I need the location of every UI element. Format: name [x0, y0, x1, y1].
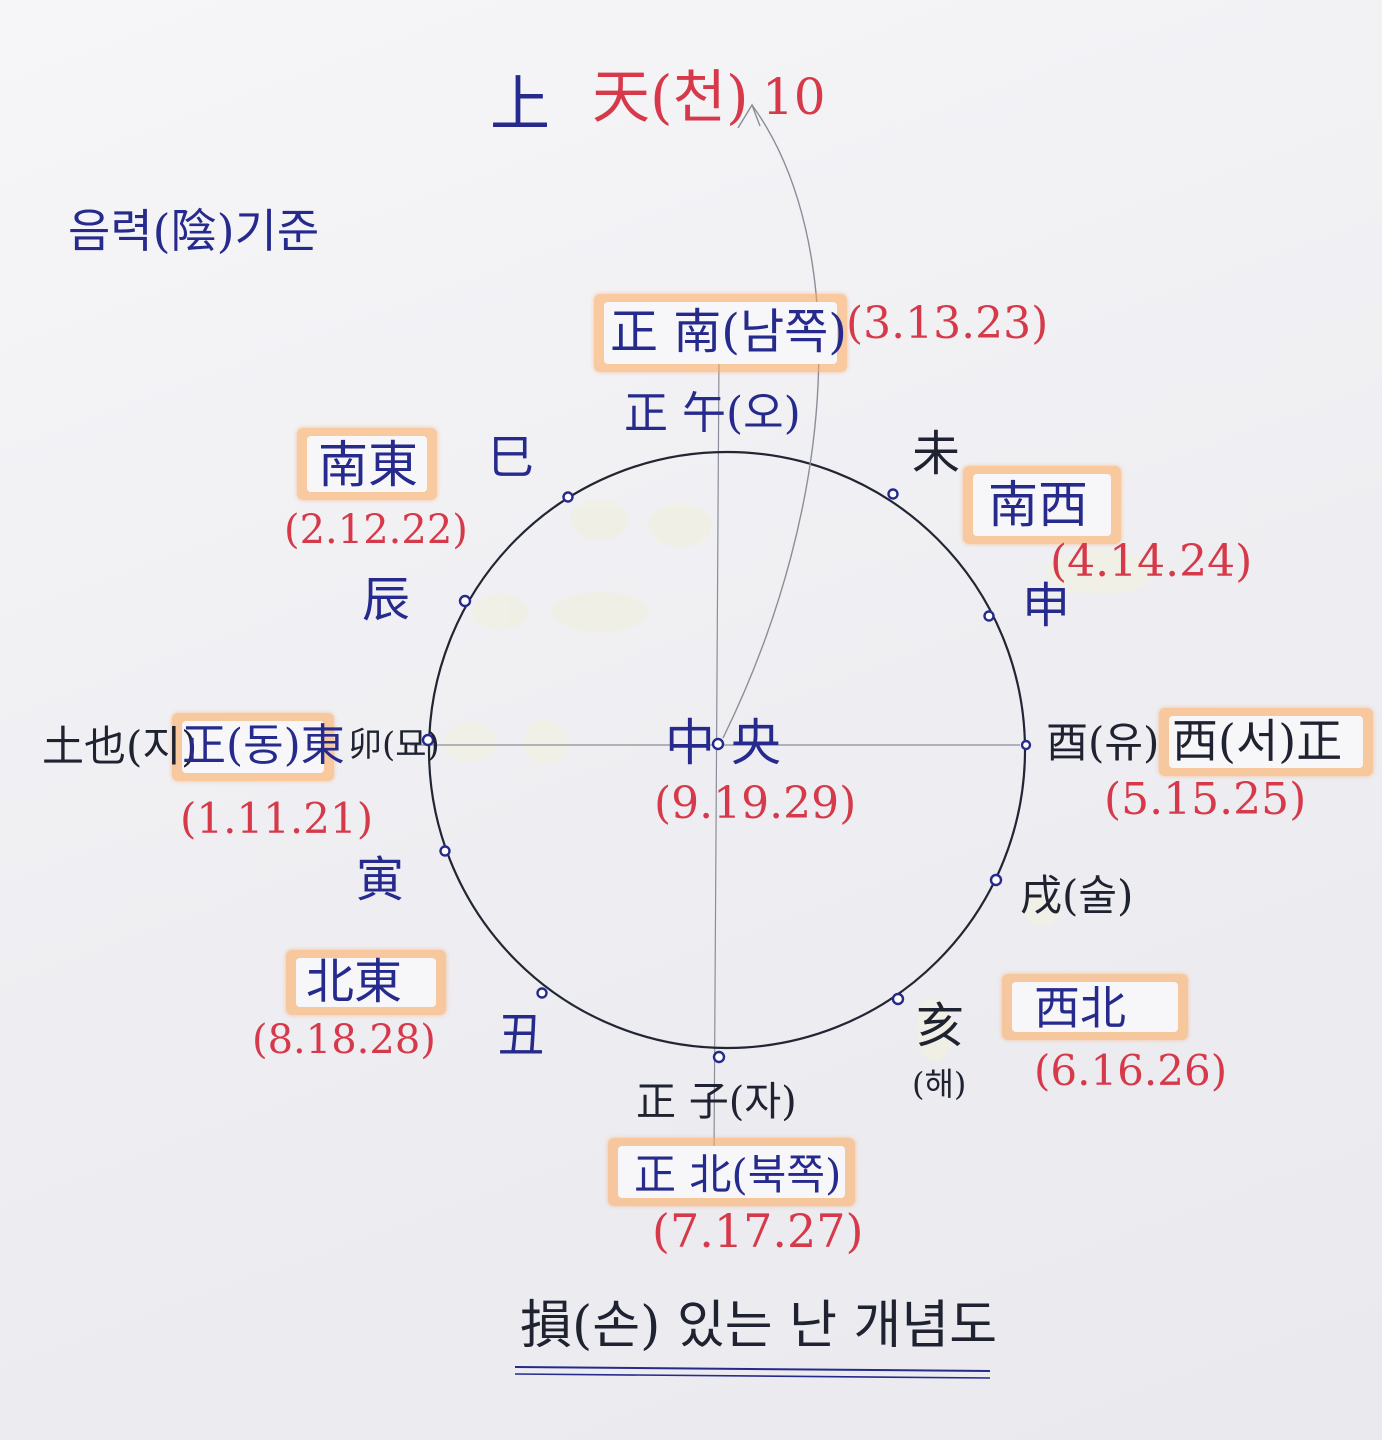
- southwest-name: 南西: [988, 476, 1088, 534]
- branch-chuk: 丑: [498, 1008, 544, 1062]
- heaven-arrowhead: [737, 103, 761, 129]
- east-prefix: 土也(지): [42, 722, 198, 771]
- dot-chuk: [536, 987, 548, 999]
- south-numbers: (3.13.23): [846, 298, 1049, 349]
- east-numbers: (1.11.21): [180, 794, 374, 843]
- branch-hae: 亥: [916, 998, 965, 1054]
- dot-myo: [421, 733, 435, 747]
- east-name: 正(동)東: [182, 720, 345, 771]
- heaven-sang: 上: [490, 70, 550, 140]
- northeast-name: 北東: [306, 954, 403, 1010]
- branch-o: 正 午(오): [624, 388, 801, 439]
- branch-jin: 辰: [362, 572, 411, 628]
- highlight-north: [608, 1138, 855, 1206]
- caption: 損(손) 있는 난 개념도: [520, 1296, 998, 1356]
- northeast-numbers: (8.18.28): [252, 1017, 436, 1063]
- caption-underline-2: [514, 1373, 991, 1379]
- dot-mi: [887, 488, 899, 500]
- dot-yu: [1020, 739, 1032, 751]
- southeast-name: 南東: [318, 436, 418, 494]
- north-name: 正 北(북쪽): [634, 1150, 842, 1199]
- dot-center: [711, 737, 725, 751]
- dot-in: [439, 845, 451, 857]
- north-numbers: (7.17.27): [652, 1204, 864, 1258]
- west-name: 西(서)正: [1172, 714, 1343, 768]
- dot-sul: [989, 873, 1003, 887]
- highlight-southwest: [963, 466, 1121, 544]
- branch-sul: 戌(술): [1020, 871, 1134, 920]
- south-name: 正 南(남쪽): [610, 304, 848, 360]
- branch-mi: 未: [912, 426, 961, 482]
- dot-hae: [891, 992, 905, 1006]
- branch-yu: 酉(유): [1046, 718, 1160, 767]
- center-label: 中 央: [665, 714, 781, 772]
- southwest-numbers: (4.14.24): [1050, 536, 1253, 587]
- branch-ja: 正 子(자): [636, 1079, 797, 1125]
- branch-myo: 卯(묘): [348, 725, 440, 765]
- vertical-axis: [713, 354, 720, 1156]
- branch-sa: 巳: [488, 430, 534, 484]
- branch-dots: [421, 488, 1032, 1064]
- highlight-south: [594, 294, 847, 372]
- highlight-northeast: [286, 950, 446, 1015]
- highlight-southeast: [297, 428, 437, 500]
- branch-sin: 申: [1022, 578, 1071, 634]
- dot-jin: [458, 594, 472, 608]
- highlight-northwest: [1002, 974, 1188, 1040]
- dot-ja: [712, 1050, 726, 1064]
- southeast-numbers: (2.12.22): [284, 507, 468, 553]
- center-numbers: (9.19.29): [654, 778, 857, 829]
- dot-sa: [562, 491, 574, 503]
- heaven-arrow: [722, 104, 820, 739]
- caption-underline: [514, 1366, 991, 1372]
- highlight-east: [172, 713, 334, 781]
- northwest-name: 西北: [1034, 981, 1126, 1035]
- correction-patches: [444, 500, 1155, 1062]
- basis-label: 음력(陰)기준: [68, 204, 320, 258]
- highlight-west: [1159, 708, 1373, 776]
- branch-in: 寅: [356, 852, 405, 908]
- branch-hae-reading: (해): [912, 1065, 967, 1103]
- dot-sin: [983, 610, 995, 622]
- northwest-numbers: (6.16.26): [1034, 1046, 1228, 1095]
- heaven-cheon: 天(천): [592, 63, 749, 131]
- west-numbers: (5.15.25): [1104, 774, 1307, 825]
- heaven-number: 10: [762, 68, 826, 126]
